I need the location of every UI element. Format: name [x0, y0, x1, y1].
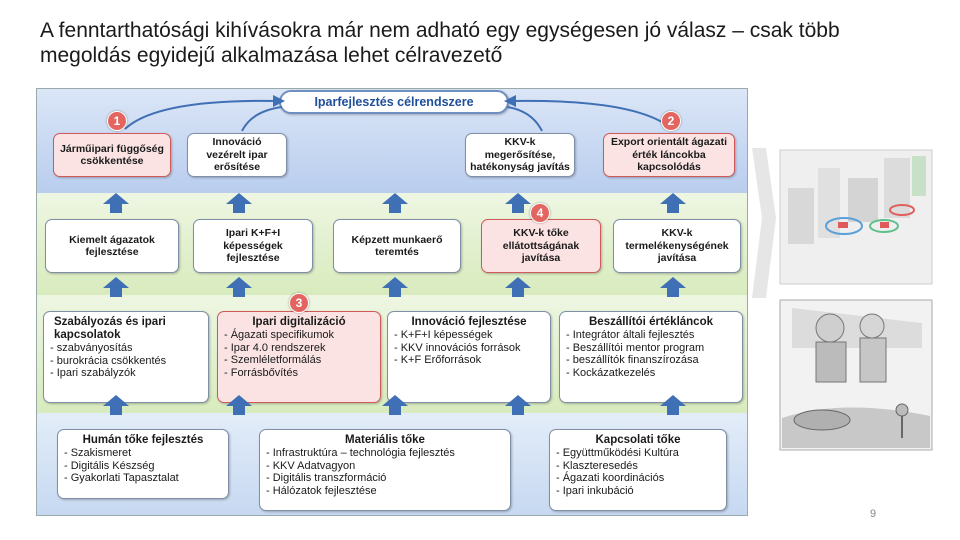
capital-material: Materiális tőke - Infrastruktúra – techn… [259, 429, 511, 511]
list-item: - beszállítók finanszírozása [566, 354, 699, 367]
goal-box: Iparfejlesztés célrendszere [279, 90, 509, 114]
arrow-up [382, 193, 408, 213]
list-item: - KKV innovációs források [394, 341, 521, 354]
list-item: - Integrátor általi fejlesztés [566, 329, 695, 341]
list-item: - Együttműködési Kultúra [556, 447, 679, 459]
capital-human: Humán tőke fejlesztés - Szakismeret - Di… [57, 429, 229, 499]
badge-1: 1 [107, 111, 127, 131]
list-item: - Digitális transzformáció [266, 472, 387, 485]
objective-rdi-capabilities: Ipari K+F+I képességek fejlesztése [193, 219, 313, 273]
list-item: - Forrásbővítés [224, 366, 298, 379]
industrial-development-diagram: Iparfejlesztés célrendszere Járműipari f… [36, 88, 748, 516]
list-item: - Beszállítói mentor program [566, 341, 705, 354]
capital-relational: Kapcsolati tőke - Együttműködési Kultúra… [549, 429, 727, 511]
arrow-up [660, 277, 686, 297]
list-item: - Ágazati koordinációs [556, 472, 665, 485]
goal-connectors [124, 95, 673, 132]
badge-2: 2 [661, 111, 681, 131]
list-item: - Kockázatkezelés [566, 366, 656, 379]
badge-3: 3 [289, 293, 309, 313]
list-item: - Infrastruktúra – technológia fejleszté… [266, 447, 455, 459]
autonomous-vehicle-illustration [752, 148, 933, 451]
list-item: - burokrácia csökkentés [50, 354, 167, 367]
measure-supplier-chains: Beszállítói értékláncok - Integrátor ált… [559, 311, 743, 403]
arrow-up [505, 395, 531, 415]
goal-innovation-industry: Innováció vezérelt ipar erősítése [187, 133, 287, 177]
arrow-up [382, 395, 408, 415]
arrow-up [660, 193, 686, 213]
list-item: - Szemléletformálás [224, 354, 322, 367]
arrow-up [226, 395, 252, 415]
measure-regulation: Szabályozás és ipari kapcsolatok - szabv… [43, 311, 209, 403]
goal-automotive-dependency: Járműipari függőség csökkentése [53, 133, 171, 177]
list-item: - KKV Adatvagyon [266, 459, 356, 472]
list-item: - Klaszteresedés [556, 459, 638, 472]
arrow-up [505, 277, 531, 297]
list-item: - Szakismeret [64, 447, 132, 459]
list-item: - K+F Erőforrások [394, 354, 482, 367]
list-item: - Ipari szabályzók [50, 367, 136, 380]
illustration-panel [752, 148, 938, 458]
goal-sme-strengthening: KKV-k megerősítése, hatékonyság javítás [465, 133, 575, 177]
arrow-up [103, 395, 129, 415]
objective-skilled-workforce: Képzett munkaerő teremtés [333, 219, 461, 273]
objective-priority-sectors: Kiemelt ágazatok fejlesztése [45, 219, 179, 273]
objective-sme-capital: KKV-k tőke ellátottságának javítása [481, 219, 601, 273]
goal-label: Iparfejlesztés célrendszere [314, 94, 474, 109]
list-item: - Ipar 4.0 rendszerek [224, 341, 326, 354]
slide-title: A fenntarthatósági kihívásokra már nem a… [40, 19, 840, 67]
list-item: - Hálózatok fejlesztése [266, 484, 377, 497]
list-item: - szabványosítás [50, 342, 133, 354]
arrow-up [382, 277, 408, 297]
badge-4: 4 [530, 203, 550, 223]
arrow-up [505, 193, 531, 213]
list-item: - K+F+I képességek [394, 329, 493, 341]
arrow-up [226, 277, 252, 297]
list-item: - Ipari inkubáció [556, 484, 634, 497]
list-item: - Ágazati specifikumok [224, 329, 335, 341]
measure-innovation: Innováció fejlesztése - K+F+I képességek… [387, 311, 551, 403]
arrow-up [103, 193, 129, 213]
measure-digitalization: Ipari digitalizáció - Ágazati specifikum… [217, 311, 381, 403]
list-item: - Digitális Készség [64, 459, 155, 472]
arrow-up [226, 193, 252, 213]
list-item: - Gyakorlati Tapasztalat [64, 472, 179, 485]
arrow-up [103, 277, 129, 297]
arrow-up [660, 395, 686, 415]
objective-sme-productivity: KKV-k termelékenységének javítása [613, 219, 741, 273]
page-number: 9 [870, 508, 877, 520]
goal-export-value-chains: Export orientált ágazati érték láncokba … [603, 133, 735, 177]
